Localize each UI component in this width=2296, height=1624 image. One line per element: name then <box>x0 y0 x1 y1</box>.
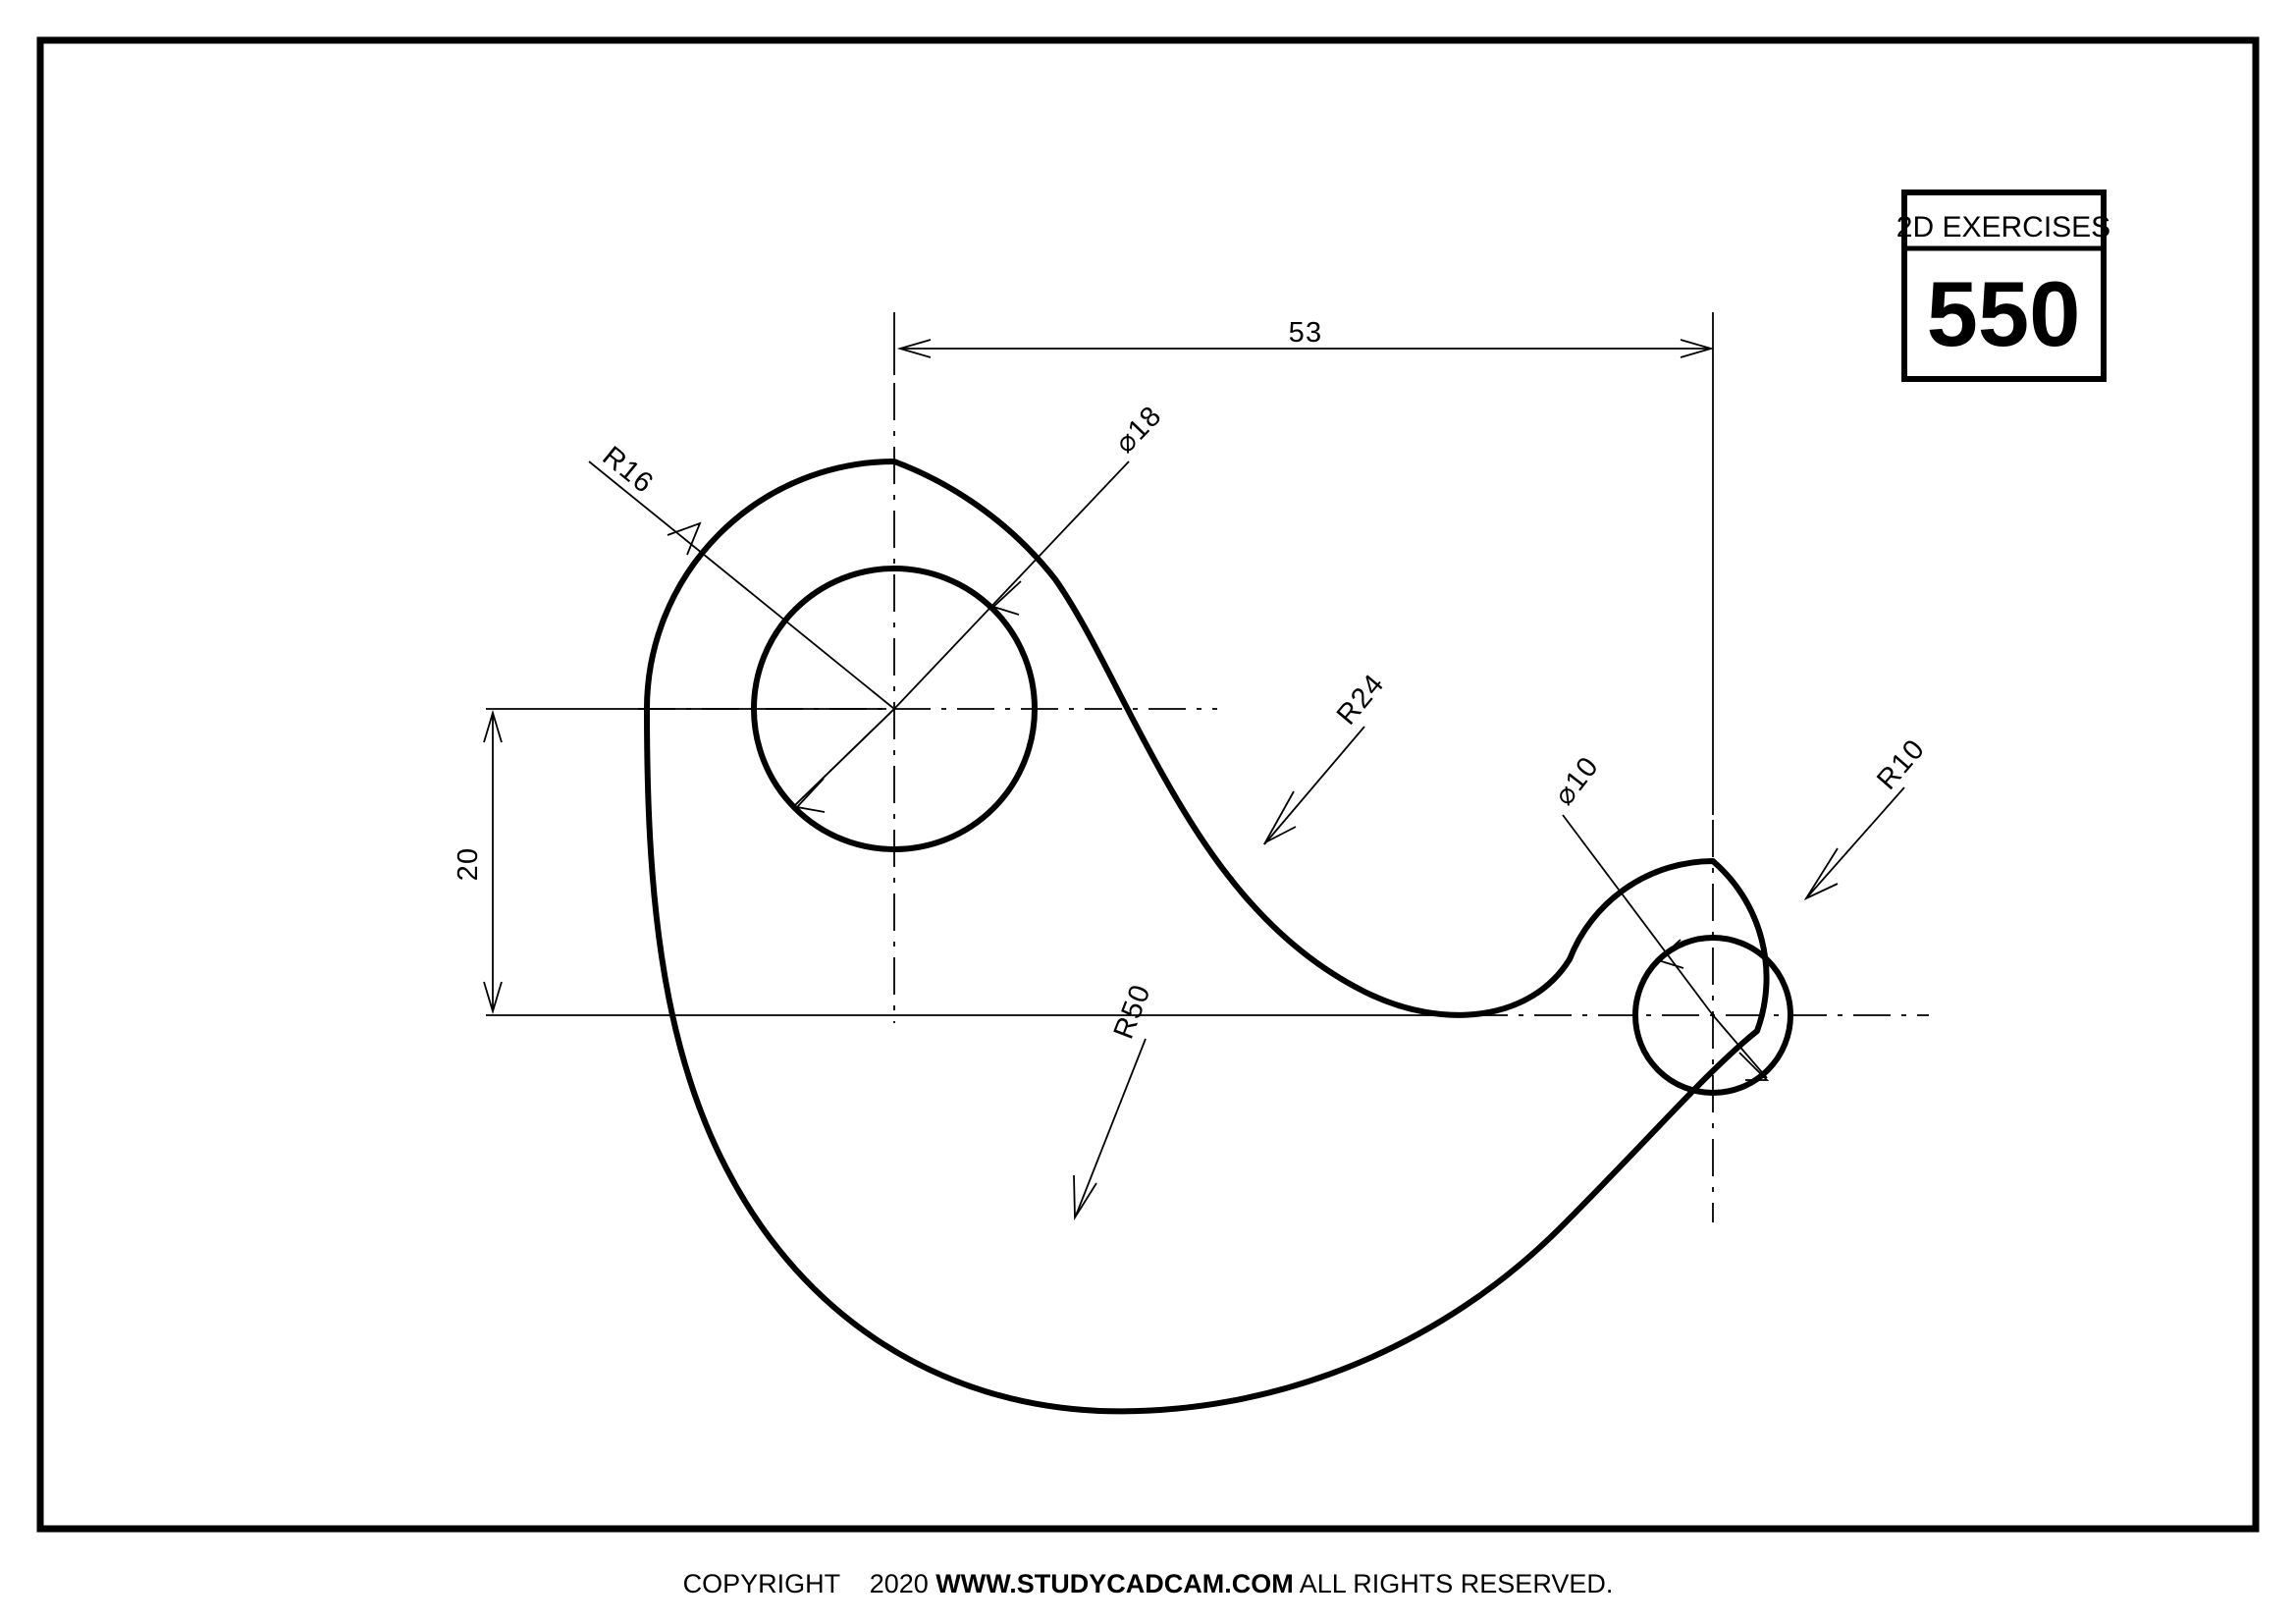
leader-line-dia10 <box>1562 814 1714 1016</box>
footer-gap <box>840 1569 870 1598</box>
leader-line-r16 <box>588 460 895 710</box>
arrow-r10 <box>1803 847 1839 901</box>
arrow-53-right <box>1680 339 1715 358</box>
title-block-border <box>1901 189 2107 382</box>
title-block-number: 550 <box>1927 262 2081 365</box>
dim-label-dia10: ⌀10 <box>1548 751 1605 812</box>
arrow-dia10-lower <box>1738 1052 1770 1081</box>
arrow-20-top <box>483 709 503 743</box>
leader-line-dia10-ext <box>1712 1014 1768 1079</box>
footer-copyright-word: COPYRIGHT <box>682 1569 840 1598</box>
arrow-r16 <box>667 521 702 556</box>
dim-label-r50: R50 <box>1108 980 1157 1044</box>
arrow-20-bottom <box>483 981 503 1015</box>
arrow-53-left <box>896 339 932 358</box>
arrow-dia18-upper <box>991 580 1022 616</box>
leader-line-r24 <box>1263 726 1365 845</box>
sheet-border <box>36 36 2260 1533</box>
dim-label-dia18: ⌀18 <box>1109 400 1168 460</box>
title-block-label: 2D EXERCISES <box>1896 211 2110 244</box>
arrow-r50 <box>1073 1174 1097 1221</box>
part-outline <box>644 459 1770 1415</box>
arrow-dia10-upper <box>1656 939 1684 969</box>
footer-website: WWW.STUDYCADCAM.COM <box>935 1569 1294 1598</box>
dim-label-r10: R10 <box>1871 733 1931 796</box>
arrow-dia18-lower <box>795 778 826 813</box>
leader-line-r10 <box>1805 786 1905 899</box>
dim-label-20: 20 <box>453 847 484 882</box>
arrow-r24 <box>1262 790 1297 845</box>
leader-line-dia18 <box>893 460 1130 710</box>
leader-line-r50 <box>1075 1038 1147 1217</box>
footer-rights: ALL RIGHTS RESERVED. <box>1299 1569 1614 1598</box>
footer-year: 2020 <box>869 1569 929 1598</box>
dim-label-53: 53 <box>1289 317 1323 349</box>
leader-line-dia18-ext <box>794 708 895 806</box>
dim-label-r24: R24 <box>1331 668 1391 731</box>
footer-copyright: COPYRIGHT 2020 WWW.STUDYCADCAM.COM ALL R… <box>0 1569 2296 1599</box>
dim-label-r16: R16 <box>597 441 660 501</box>
